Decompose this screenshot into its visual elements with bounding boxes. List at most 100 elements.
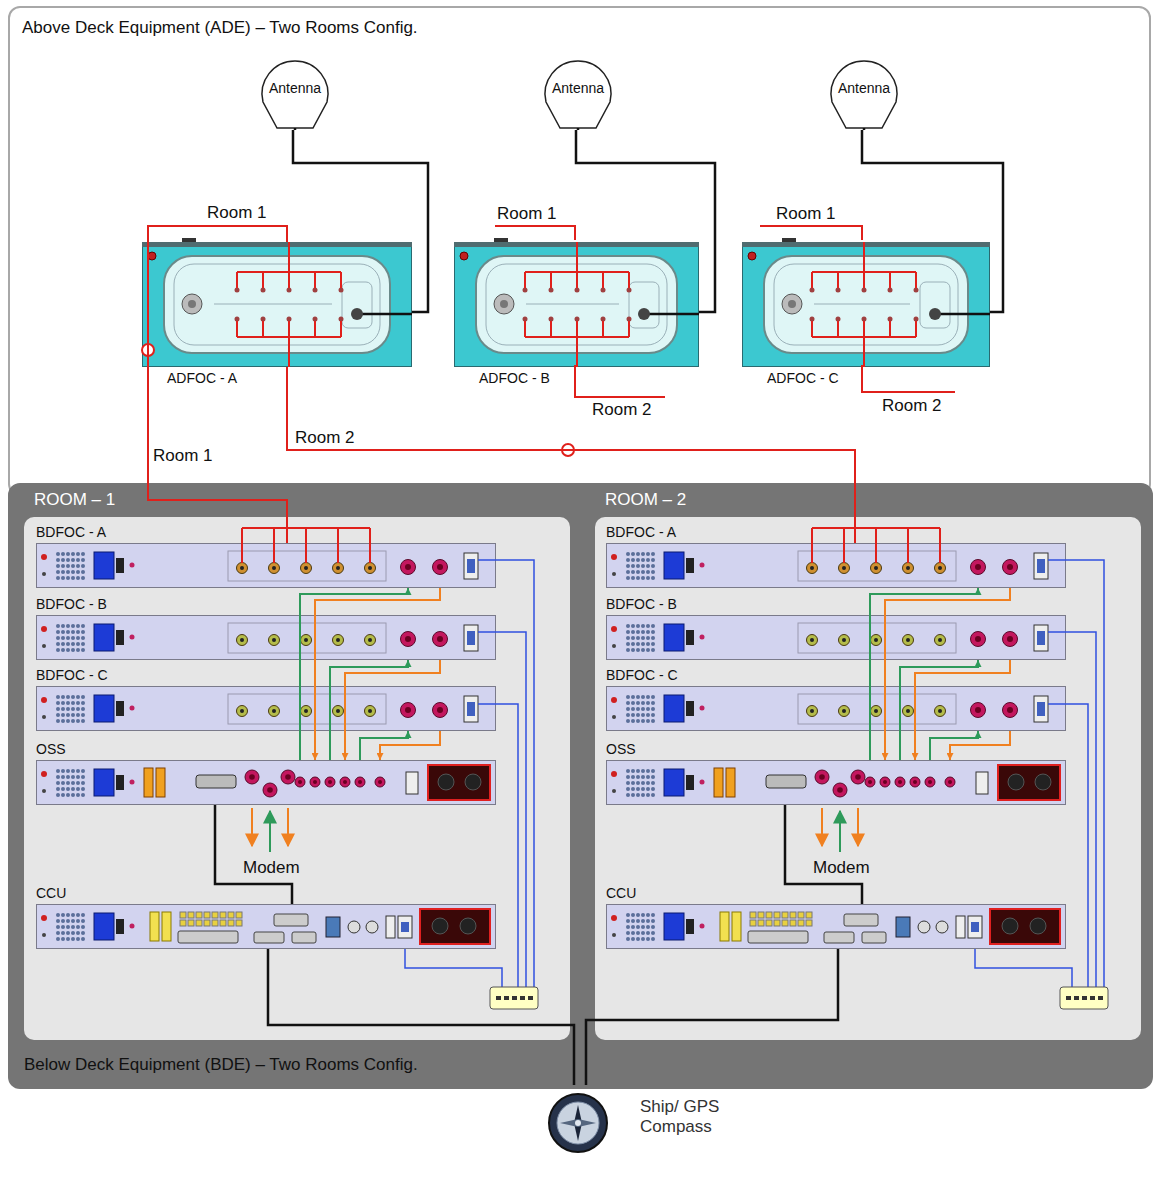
port-symbol — [636, 925, 640, 929]
port-symbol — [646, 931, 650, 935]
port-symbol — [56, 695, 60, 699]
port-symbol — [855, 774, 861, 780]
port-symbol — [71, 552, 75, 556]
port-symbol — [66, 781, 70, 785]
port-symbol — [636, 576, 640, 580]
port-symbol — [433, 560, 448, 575]
panel-shape — [782, 238, 796, 242]
panel-shape — [1034, 553, 1048, 579]
port-symbol — [351, 308, 363, 320]
port-symbol — [782, 294, 802, 314]
panel-shape — [464, 553, 478, 579]
port-symbol — [641, 642, 645, 646]
port-symbol — [641, 570, 645, 574]
port-symbol — [748, 252, 756, 260]
panel-shape — [971, 922, 979, 932]
port-symbol — [348, 921, 360, 933]
port-symbol — [549, 317, 554, 322]
port-symbol — [935, 706, 946, 717]
port-symbol — [76, 913, 80, 917]
port-symbol — [631, 713, 635, 717]
port-symbol — [313, 288, 318, 293]
port-symbol — [626, 919, 630, 923]
port-symbol — [81, 931, 85, 935]
port-symbol — [883, 780, 887, 784]
switch-port — [1098, 996, 1103, 1000]
panel-shape — [467, 702, 475, 716]
signal-label: Room 1 — [497, 204, 557, 224]
port-symbol — [651, 624, 655, 628]
network-switch — [1060, 987, 1108, 1009]
port-symbol — [626, 642, 630, 646]
adfoc-unit: ADFOC - B — [454, 242, 699, 367]
port-symbol — [636, 648, 640, 652]
port-symbol — [839, 635, 850, 646]
panel-shape — [94, 913, 114, 940]
panel-shape — [664, 624, 684, 651]
port-symbol — [437, 707, 443, 713]
port-symbol — [71, 630, 75, 634]
unit-label: OSS — [606, 741, 636, 757]
port-symbol — [42, 644, 46, 648]
panel-shape — [228, 920, 234, 926]
port-symbol — [626, 913, 630, 917]
port-symbol — [249, 774, 255, 780]
port-symbol — [631, 919, 635, 923]
panel-shape — [664, 769, 684, 796]
port-symbol — [304, 566, 308, 570]
rack-panel — [606, 760, 1066, 805]
port-symbol — [42, 715, 46, 719]
port-symbol — [651, 636, 655, 640]
port-symbol — [81, 695, 85, 699]
port-symbol — [636, 781, 640, 785]
cable-connector — [785, 805, 862, 904]
modem-arrow — [269, 811, 271, 852]
port-symbol — [523, 317, 528, 322]
port-symbol — [636, 624, 640, 628]
port-symbol — [281, 770, 295, 784]
panel-shape — [607, 544, 1066, 588]
port-symbol — [903, 706, 914, 717]
port-symbol — [76, 793, 80, 797]
port-symbol — [1030, 918, 1046, 934]
port-symbol — [913, 780, 917, 784]
port-symbol — [76, 781, 80, 785]
port-symbol — [81, 552, 85, 556]
port-symbol — [641, 630, 645, 634]
port-symbol — [61, 769, 65, 773]
unit-label: CCU — [36, 885, 66, 901]
port-symbol — [788, 300, 796, 308]
port-symbol — [651, 576, 655, 580]
port-symbol — [56, 576, 60, 580]
port-symbol — [66, 937, 70, 941]
port-symbol — [842, 709, 846, 713]
room-title: ROOM – 2 — [605, 490, 686, 510]
port-symbol — [130, 635, 135, 640]
port-symbol — [343, 780, 347, 784]
port-symbol — [636, 701, 640, 705]
cable-stub — [357, 313, 412, 316]
outline-path — [574, 1105, 582, 1141]
port-symbol — [636, 937, 640, 941]
port-symbol — [61, 781, 65, 785]
port-symbol — [646, 558, 650, 562]
region-panel: Above Deck Equipment (ADE) – Two Rooms C… — [8, 6, 1151, 496]
port-symbol — [333, 706, 344, 717]
port-symbol — [612, 789, 616, 793]
port-symbol — [66, 719, 70, 723]
port-symbol — [938, 566, 942, 570]
port-symbol — [339, 288, 344, 293]
port-symbol — [130, 924, 135, 929]
panel-shape — [686, 558, 694, 573]
port-symbol — [636, 919, 640, 923]
panel-shape — [204, 920, 210, 926]
port-symbol — [646, 648, 650, 652]
cable-connector — [293, 130, 428, 312]
port-symbol — [651, 552, 655, 556]
unit-label: BDFOC - A — [606, 524, 676, 540]
port-symbol — [651, 775, 655, 779]
port-symbol — [71, 925, 75, 929]
port-symbol — [612, 715, 616, 719]
panel-shape — [174, 264, 380, 345]
port-symbol — [56, 787, 60, 791]
